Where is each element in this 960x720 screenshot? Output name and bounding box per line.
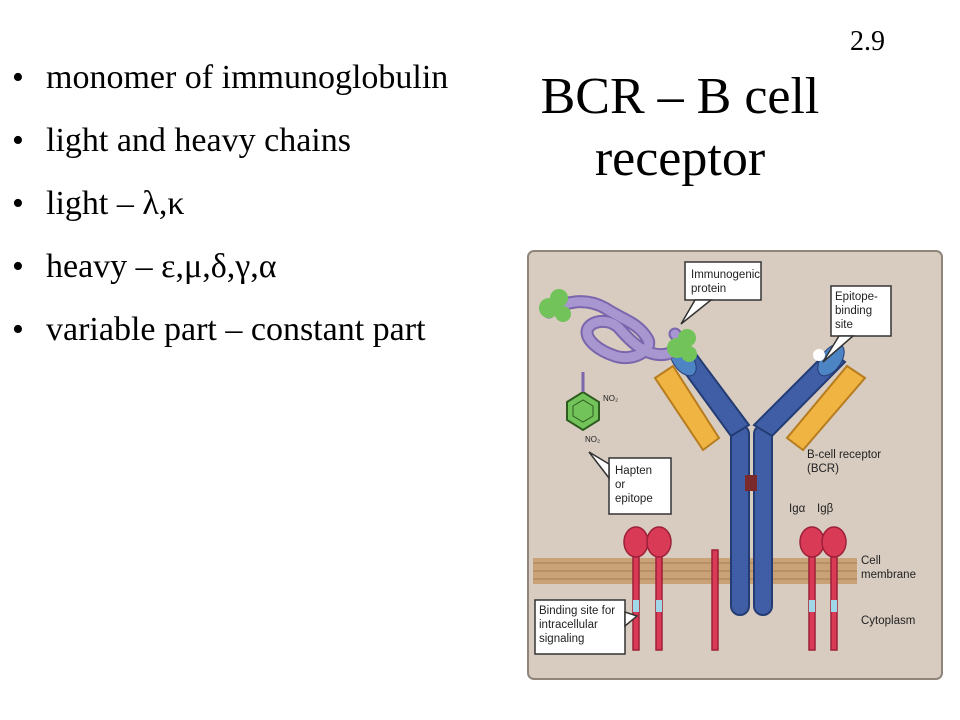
bullet-item: variable part – constant part	[6, 310, 476, 350]
binding-label-2: intracellular	[539, 619, 598, 631]
bcr-label-2: (BCR)	[807, 463, 839, 475]
immunogenic-protein-core	[544, 297, 684, 362]
immunogenic-callout: Immunogenic protein	[680, 261, 762, 325]
slide-number: 2.9	[850, 26, 885, 57]
epitope-label-3: site	[835, 319, 853, 331]
hinge	[745, 475, 757, 491]
cell-membrane-label-1: Cell	[861, 555, 881, 567]
bullet-item: monomer of immunoglobulin	[6, 58, 476, 98]
bcr-figure: NO₂ NO₂ Immunogenic protein Epitope- bin…	[527, 250, 943, 680]
no2-top-label: NO₂	[603, 394, 618, 403]
bullet-list: monomer of immunoglobulin light and heav…	[6, 58, 476, 373]
hapten-molecule	[566, 372, 600, 432]
light-chains	[653, 364, 867, 452]
igb-label: Igβ	[817, 503, 834, 515]
epitope-callout: Epitope- binding site	[822, 285, 892, 363]
bullet-item: heavy – ε,μ,δ,γ,α	[6, 247, 476, 287]
cytoplasm-label: Cytoplasm	[861, 615, 915, 627]
bcr-diagram: NO₂ NO₂ Immunogenic protein Epitope- bin…	[527, 250, 943, 680]
binding-label-3: signaling	[539, 633, 584, 645]
hapten-label-2: or	[615, 479, 625, 491]
no2-bottom-label: NO₂	[585, 435, 600, 444]
signaling-segments	[633, 600, 837, 612]
hapten-callout: Hapten or epitope	[588, 451, 672, 515]
immunogenic-label-2: protein	[691, 283, 726, 295]
slide-title: BCR – B cell receptor	[470, 66, 890, 190]
epitope-blobs	[539, 289, 825, 362]
cell-membrane-label-2: membrane	[861, 569, 916, 581]
hapten-label-3: epitope	[615, 493, 653, 505]
binding-label-1: Binding site for	[539, 605, 615, 617]
epitope-label-2: binding	[835, 305, 872, 317]
epitope-label-1: Epitope-	[835, 291, 878, 303]
iga-label: Igα	[789, 503, 806, 515]
title-line-1: BCR – B cell	[540, 68, 820, 125]
bullet-item: light and heavy chains	[6, 121, 476, 161]
membrane-texture	[533, 562, 857, 580]
bullet-item: light – λ,κ	[6, 184, 476, 224]
title-line-2: receptor	[594, 130, 766, 187]
hapten-label-1: Hapten	[615, 465, 652, 477]
bcr-label-1: B-cell receptor	[807, 449, 881, 461]
binding-callout: Binding site for intracellular signaling	[534, 599, 639, 655]
immunogenic-label-1: Immunogenic	[691, 269, 760, 281]
